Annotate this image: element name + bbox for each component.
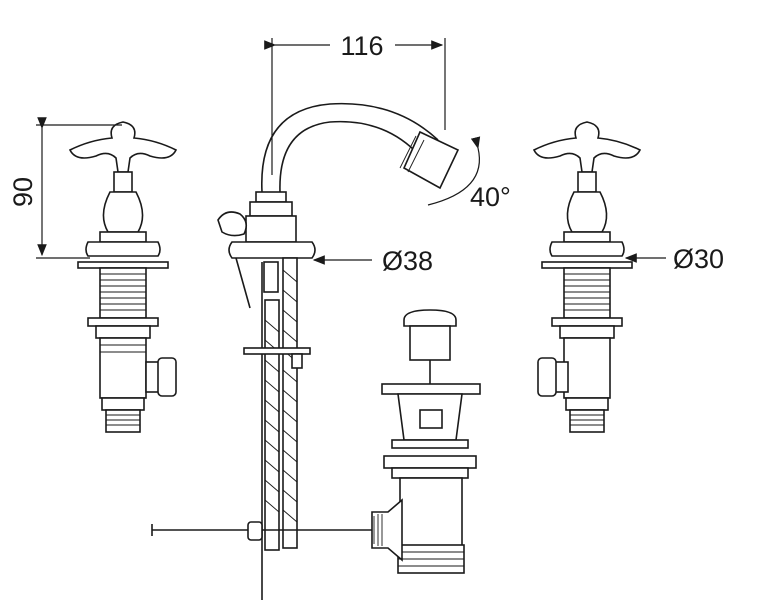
dimension-label-40-degrees: 40° <box>470 182 511 212</box>
pop-up-waste <box>371 309 481 574</box>
dimension-valve-diameter: Ø30 <box>624 244 724 274</box>
left-cross-handle-valve <box>68 121 178 433</box>
center-spout <box>151 102 460 600</box>
dimension-spout-diameter: Ø38 <box>312 246 433 276</box>
dimension-label-116: 116 <box>340 31 383 61</box>
dimension-label-d30: Ø30 <box>673 244 724 274</box>
dimension-handle-height: 90 <box>8 117 122 259</box>
dimension-spout-reach: 116 <box>264 31 446 175</box>
right-cross-handle-valve <box>532 121 642 433</box>
dimension-label-d38: Ø38 <box>382 246 433 276</box>
dimension-label-90: 90 <box>8 177 38 207</box>
dimension-swivel-angle: 40° <box>427 136 511 212</box>
